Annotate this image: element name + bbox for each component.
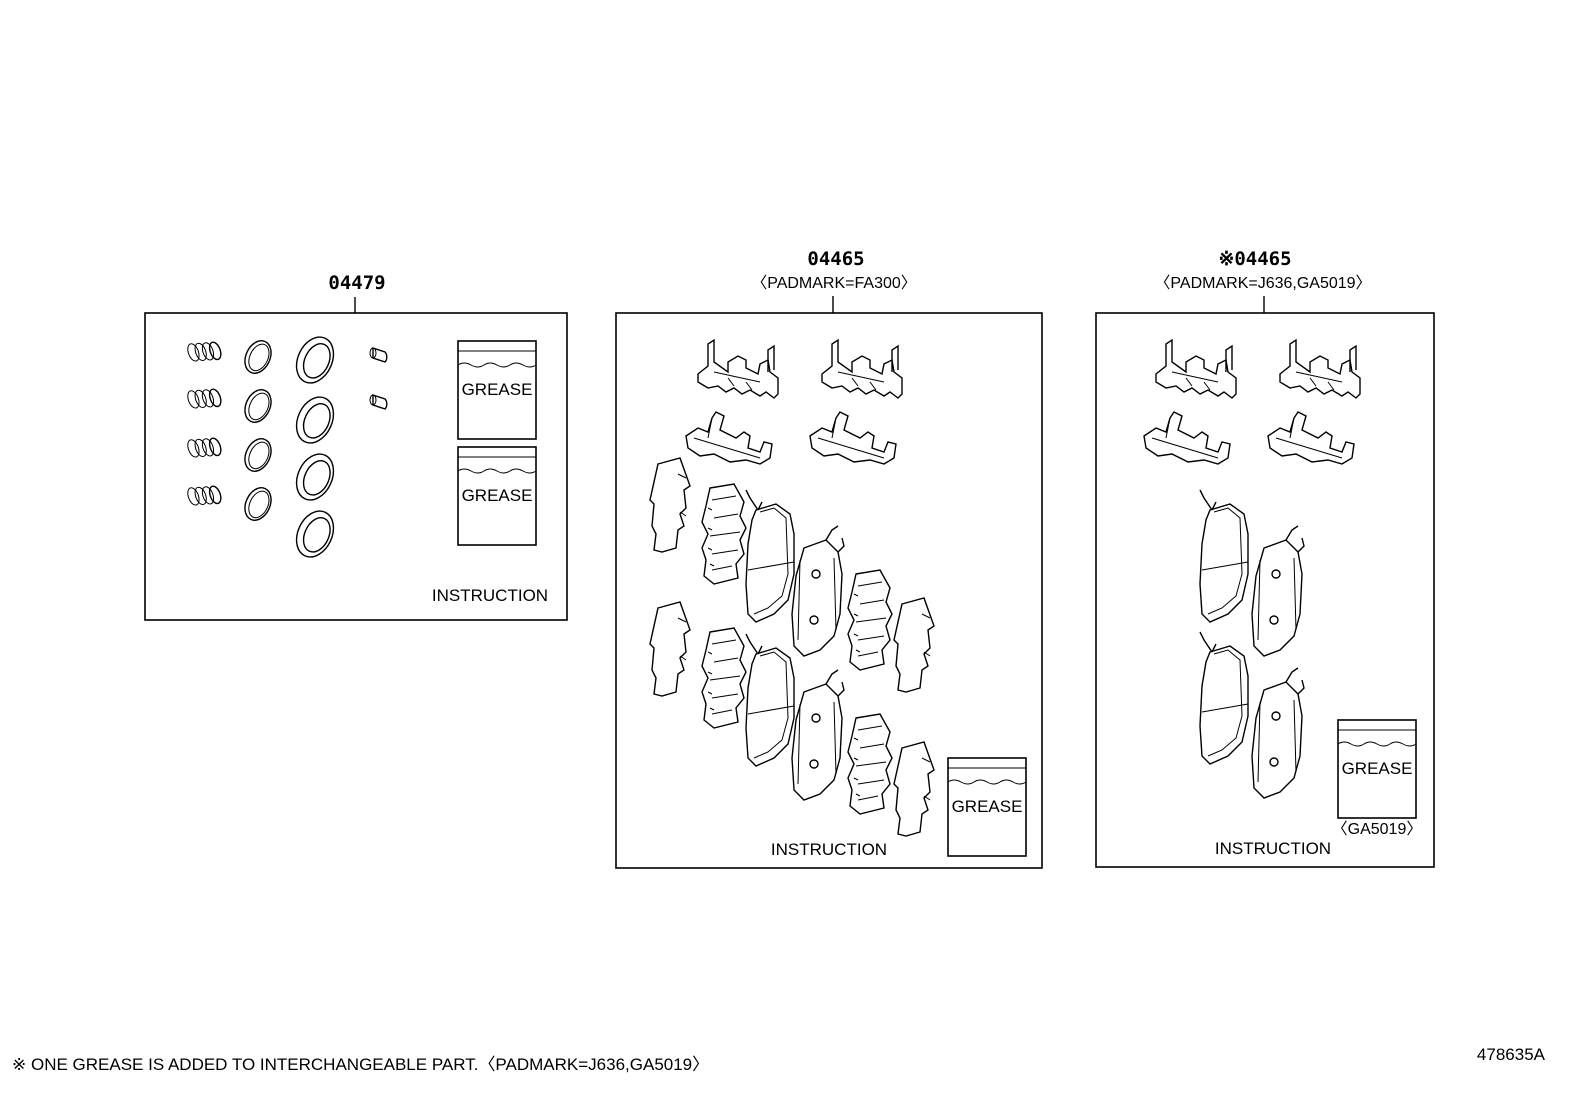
guide-pin (369, 347, 388, 363)
grease-packet: GREASE (1337, 719, 1417, 819)
piston-seal (288, 390, 342, 450)
pad-support-plate (1267, 411, 1355, 465)
guide-pin (369, 394, 388, 410)
pad-shim (847, 569, 893, 671)
kit-04465-fa300: 04465 〈PADMARK=FA300〉 GREASE (615, 248, 1043, 869)
kit-04465-part-number: 04465 (807, 248, 864, 270)
pad-shim (701, 627, 747, 729)
piston-seal-group (288, 330, 342, 564)
brake-pad (791, 525, 845, 657)
pad-support-plate (1143, 411, 1231, 465)
padmark-label: 〈PADMARK=J636,GA5019〉 (1154, 275, 1371, 292)
o-ring (239, 482, 277, 526)
brake-pad (1199, 631, 1249, 765)
piston-plug (184, 339, 224, 364)
pad-shim (893, 597, 935, 693)
kit-04465-j636: ※04465 〈PADMARK=J636,GA5019〉 GREASE 〈GA5… (1095, 248, 1435, 868)
kit-04465-j636-frame (1095, 312, 1435, 868)
pad-support-clip (821, 339, 903, 399)
instruction-label: INSTRUCTION (771, 840, 887, 859)
pad-shim (893, 741, 935, 837)
brake-pad (791, 669, 845, 801)
brake-pad (745, 489, 795, 623)
pad-support-plate (685, 411, 773, 465)
piston-plug (184, 386, 224, 411)
piston-plug-group (184, 339, 224, 508)
o-ring-group (239, 335, 277, 526)
kit-04465-fa300-frame (615, 312, 1043, 869)
piston-plug (184, 435, 224, 460)
instruction-label: INSTRUCTION (1215, 839, 1331, 858)
grease-packet: GREASE (457, 340, 537, 440)
brake-pad (1251, 667, 1305, 799)
padmark-label: 〈PADMARK=FA300〉 (751, 275, 917, 292)
pad-shim (649, 457, 691, 553)
guide-pin-group (369, 347, 388, 410)
anti-squeal-clip-group (685, 339, 903, 465)
kit-04465-interchangeable-part-number: ※04465 (1218, 248, 1291, 270)
pad-shim (701, 483, 747, 585)
kit-04479-frame (144, 312, 568, 621)
pad-support-clip (1155, 339, 1237, 399)
brake-pad (745, 633, 795, 767)
o-ring (239, 335, 277, 379)
grease-packet: GREASE (457, 446, 537, 546)
grease-label: GREASE (462, 380, 533, 399)
brake-pad (1199, 489, 1249, 623)
kit-04479: 04479 GREASE (144, 272, 568, 621)
brake-pad-group (649, 457, 935, 837)
piston-plug (184, 483, 224, 508)
pad-shim (847, 713, 893, 815)
instruction-label: INSTRUCTION (432, 586, 548, 605)
grease-label: GREASE (1342, 759, 1413, 778)
piston-seal (288, 447, 342, 507)
pad-support-plate (809, 411, 897, 465)
pad-support-clip (1279, 339, 1361, 399)
anti-squeal-clip-group (1143, 339, 1361, 465)
piston-seal (288, 330, 342, 390)
kit-04479-part-number: 04479 (328, 272, 385, 294)
grease-label: GREASE (952, 797, 1023, 816)
piston-seal (288, 504, 342, 564)
brake-pad-group (1199, 489, 1305, 799)
diagram-id: 478635A (1477, 1045, 1546, 1064)
brake-pad (1251, 525, 1305, 657)
footnote: ※ ONE GREASE IS ADDED TO INTERCHANGEABLE… (12, 1055, 709, 1074)
grease-padmark-note: 〈GA5019〉 (1332, 821, 1423, 838)
o-ring (239, 433, 277, 477)
o-ring (239, 384, 277, 428)
grease-label: GREASE (462, 486, 533, 505)
grease-packet: GREASE (947, 757, 1027, 857)
pad-shim (649, 601, 691, 697)
pad-support-clip (697, 339, 779, 399)
